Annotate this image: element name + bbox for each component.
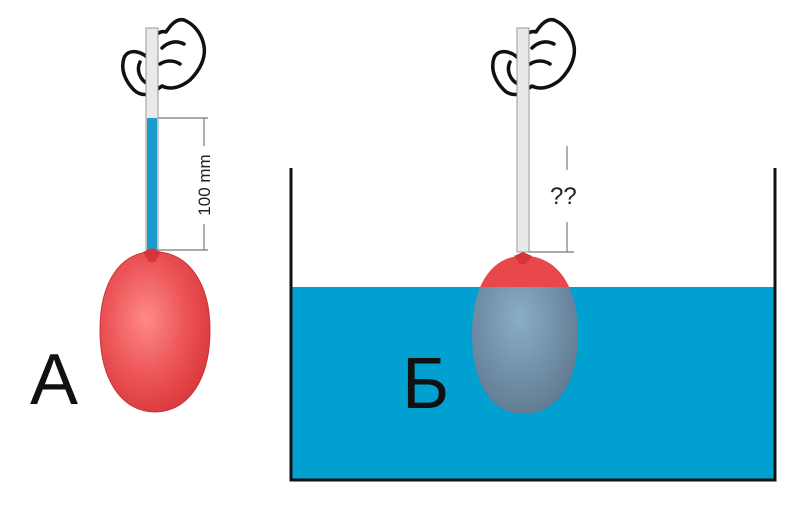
balloon-a [99, 251, 211, 413]
hand-right-icon [491, 17, 577, 97]
panel-b-letter: Б [402, 344, 449, 424]
balloon-b-above-water [480, 256, 570, 287]
tank [289, 168, 777, 482]
hand-left-icon [121, 17, 207, 97]
panel-b: ?? Б [289, 17, 777, 482]
tube-a-water [147, 118, 157, 250]
balloon-a-knot [143, 248, 161, 262]
balloon-b-knot [514, 252, 532, 264]
question-label-b: ?? [550, 183, 577, 210]
tube-b [516, 27, 530, 253]
panel-a: 100 mm А [30, 17, 214, 420]
balloon-b-submerged [472, 287, 578, 414]
dimension-label-a: 100 mm [195, 154, 214, 215]
dimension-bracket-b [529, 146, 574, 253]
dimension-bracket-a [158, 117, 208, 251]
panel-a-letter: А [30, 340, 78, 420]
